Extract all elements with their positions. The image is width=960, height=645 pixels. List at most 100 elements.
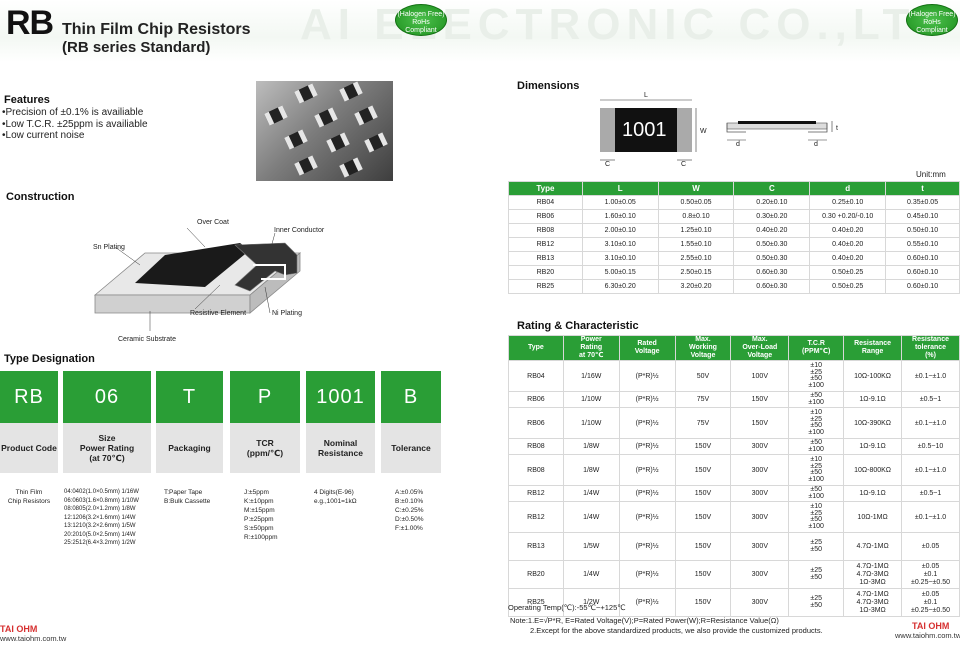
table-header-cell: Power Rating at 70℃ <box>562 335 620 361</box>
designation-name: Packaging <box>156 423 223 473</box>
feature-item: •Precision of ±0.1% is availiable <box>2 107 144 118</box>
table-cell: 0.25±0.10 <box>809 195 887 210</box>
chip-image <box>354 105 378 126</box>
table-cell: 0.50±0.30 <box>733 251 811 266</box>
features-list: •Precision of ±0.1% is availiable •Low T… <box>2 107 148 142</box>
drawing-label-d-right: d <box>814 141 818 148</box>
table-cell: 0.45±0.10 <box>885 209 960 224</box>
table-cell: ±50 ±100 <box>788 485 845 502</box>
features-heading: Features <box>4 94 50 106</box>
table-header-cell: Rated Voltage <box>618 335 676 361</box>
footer-url-right[interactable]: www.taiohm.com.tw <box>895 631 960 640</box>
table-cell: 300V <box>730 532 790 561</box>
table-cell: RB13 <box>508 532 564 561</box>
designation-name: Nominal Resistance <box>306 423 375 473</box>
table-cell: 2.50±0.15 <box>657 265 735 280</box>
designation-code: 06 <box>63 371 151 423</box>
table-cell: RB20 <box>508 560 564 589</box>
detail-line: K:±10ppm <box>244 498 274 505</box>
designation-packaging: T Packaging T:Paper Tape B:Bulk Cassette <box>156 371 223 583</box>
table-cell: 150V <box>730 391 790 408</box>
chip-image <box>264 105 288 126</box>
table-cell: RB06 <box>508 209 583 224</box>
table-cell: 300V <box>730 454 790 486</box>
table-cell: 1/8W <box>562 438 620 455</box>
table-cell: 0.40±0.20 <box>809 223 887 238</box>
designation-code: P <box>230 371 300 423</box>
table-header-cell: Max. Working Voltage <box>674 335 732 361</box>
badge-line3: Compliant <box>405 27 437 34</box>
table-cell: ±50 ±100 <box>788 391 845 408</box>
table-cell: ±0.5~1 <box>901 485 960 502</box>
table-header-cell: W <box>657 181 735 196</box>
table-cell: 0.50±0.10 <box>885 223 960 238</box>
label-ceramic-substrate: Ceramic Substrate <box>118 336 176 343</box>
table-cell: 1.60±0.10 <box>581 209 659 224</box>
header-background <box>0 0 960 62</box>
table-header-cell: Max. Over-Load Voltage <box>730 335 790 361</box>
designation-detail: 04:0402(1.0×0.5mm) 1/16W 06:0603(1.6×0.8… <box>63 473 151 583</box>
table-cell: 150V <box>674 438 732 455</box>
note-2: 2.Except for the above standardized prod… <box>530 626 823 635</box>
table-cell: 1/16W <box>562 360 620 392</box>
table-cell: 150V <box>674 588 732 617</box>
table-cell: 1Ω-9.1Ω <box>843 485 903 502</box>
designation-name-text: Tolerance <box>391 443 431 453</box>
table-cell: 10Ω-390KΩ <box>843 407 903 439</box>
table-cell: 0.60±0.10 <box>885 279 960 294</box>
designation-detail: T:Paper Tape B:Bulk Cassette <box>156 473 223 583</box>
table-cell: 0.30±0.20 <box>733 209 811 224</box>
chip-marking: 1001 <box>622 119 667 141</box>
detail-line: M:±15ppm <box>244 507 275 514</box>
label-sn-plating: Sn Plating <box>93 244 125 251</box>
label-resistive-element: Resistive Element <box>190 310 247 317</box>
series-code: RB <box>6 4 54 42</box>
drawing-label-d-left: d <box>736 141 740 148</box>
drawing-label-t: t <box>836 125 838 132</box>
detail-line: 25:2512(6.4×3.2mm) 1/2W <box>64 540 136 546</box>
designation-detail: Thin Film Chip Resistors <box>0 473 58 583</box>
table-cell: 4.7Ω-1MΩ 4.7Ω-3MΩ 1Ω-3MΩ <box>843 588 903 617</box>
footer-url-left[interactable]: www.taiohm.com.tw <box>0 634 67 643</box>
table-cell: ±0.1~±1.0 <box>901 360 960 392</box>
construction-diagram <box>93 227 302 331</box>
designation-size: 06 Size Power Rating (at 70℃) 04:0402(1.… <box>63 371 151 583</box>
detail-line: e.g.,1001=1kΩ <box>314 498 357 505</box>
table-cell: 1.00±0.05 <box>581 195 659 210</box>
table-cell: 10Ω-800KΩ <box>843 454 903 486</box>
table-header-cell: Resistance Range <box>843 335 903 361</box>
table-cell: ±0.5~1 <box>901 391 960 408</box>
table-cell: RB25 <box>508 279 583 294</box>
badge-line2: RoHs <box>412 19 430 26</box>
table-cell: 0.35±0.05 <box>885 195 960 210</box>
table-cell: 1/5W <box>562 532 620 561</box>
feature-item: •Low T.C.R. ±25ppm is availiable <box>2 118 148 130</box>
table-cell: (P*R)½ <box>618 501 676 533</box>
detail-line: 12:1206(3.2×1.6mm) 1/4W <box>64 514 136 521</box>
detail-line: 4 Digits(E-96) <box>314 489 354 496</box>
table-cell: 0.40±0.20 <box>809 251 887 266</box>
table-cell: ±0.1~±1.0 <box>901 407 960 439</box>
footer-brand-right: TAI OHM <box>912 621 950 631</box>
table-cell: 10Ω-100KΩ <box>843 360 903 392</box>
table-cell: ±10 ±25 ±50 ±100 <box>788 360 845 392</box>
table-cell: RB20 <box>508 265 583 280</box>
designation-detail: A:±0.05% B:±0.10% C:±0.25% D:±0.50% F:±1… <box>381 473 441 583</box>
table-cell: ±25 ±50 <box>788 532 845 561</box>
table-cell: 0.60±0.10 <box>885 251 960 266</box>
table-cell: (P*R)½ <box>618 438 676 455</box>
table-cell: ±10 ±25 ±50 ±100 <box>788 407 845 439</box>
designation-name-text: Packaging <box>168 443 211 453</box>
table-cell: 10Ω-1MΩ <box>843 501 903 533</box>
table-cell: 150V <box>674 560 732 589</box>
designation-code: 1001 <box>306 371 375 423</box>
table-cell: (P*R)½ <box>618 391 676 408</box>
